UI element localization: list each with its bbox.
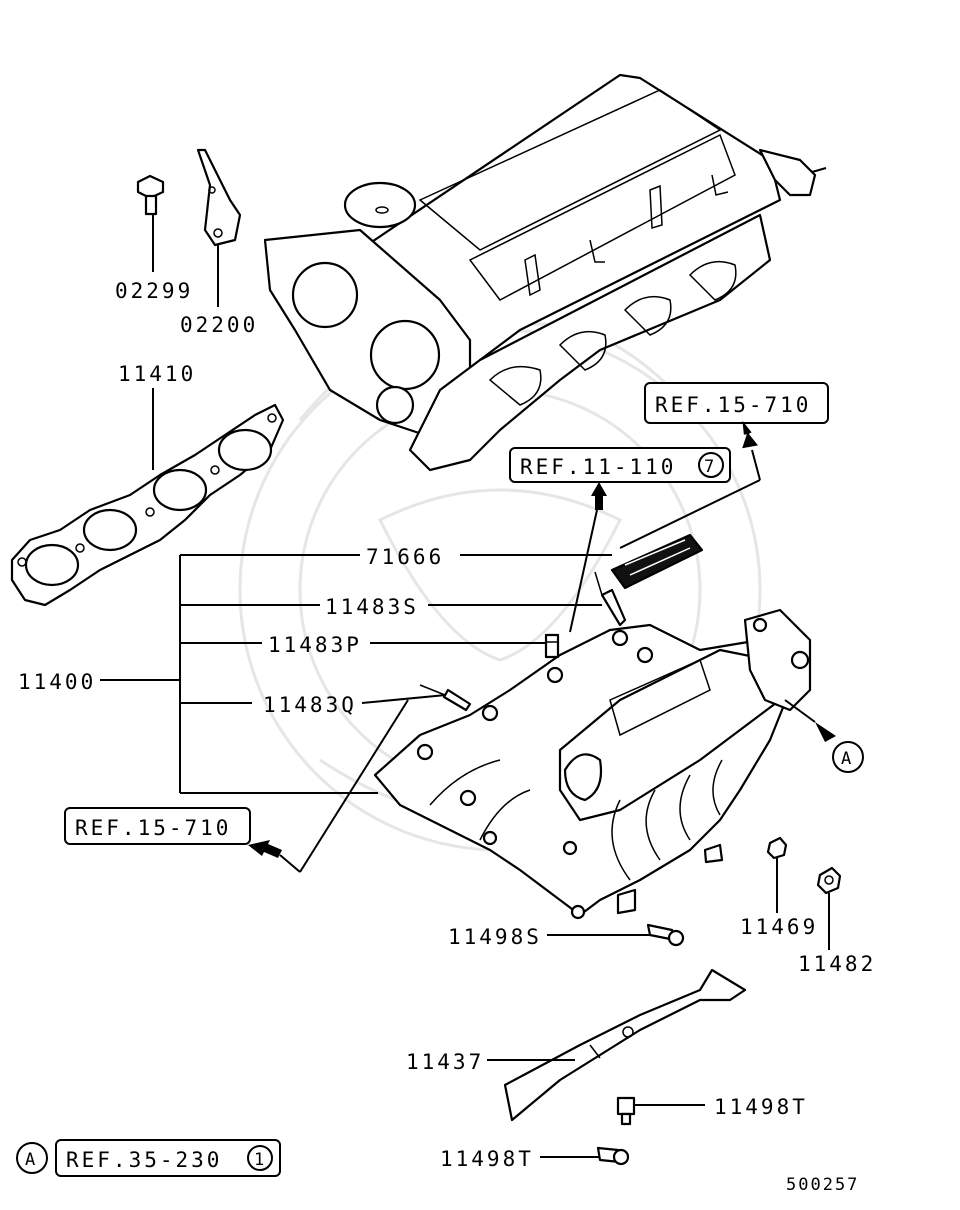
fitting-11483P-icon — [544, 633, 560, 659]
ref-11-110[interactable]: REF.11-110 7 — [509, 447, 731, 483]
svg-text:REF.11-110: REF.11-110 — [520, 455, 676, 479]
nut-11469-icon — [766, 836, 788, 860]
label-11482[interactable]: 11482 — [798, 952, 876, 976]
label-11498T-upper[interactable]: 11498T — [714, 1095, 808, 1119]
exhaust-gasket-11410-icon — [10, 403, 285, 607]
bolt-11498S-icon — [646, 923, 685, 947]
label-11437[interactable]: 11437 — [406, 1050, 484, 1074]
label-02200[interactable]: 02200 — [180, 313, 258, 337]
svg-text:A: A — [25, 1150, 37, 1170]
svg-text:7: 7 — [704, 457, 716, 477]
svg-text:REF.15-710: REF.15-710 — [655, 393, 811, 417]
arrow-ref-15-710-top-icon — [742, 420, 758, 449]
svg-text:REF.35-230: REF.35-230 — [66, 1148, 222, 1172]
bracket-11400-lines — [100, 554, 612, 794]
label-11469[interactable]: 11469 — [740, 915, 818, 939]
label-71666[interactable]: 71666 — [366, 545, 444, 569]
label-11483Q[interactable]: 11483Q — [263, 693, 357, 717]
ref-15-710-left[interactable]: REF.15-710 — [64, 807, 251, 845]
diagram-id: 500257 — [786, 1175, 859, 1195]
label-11498S[interactable]: 11498S — [448, 925, 542, 949]
bracket-02200-icon — [196, 148, 242, 247]
svg-text:REF.15-710: REF.15-710 — [75, 816, 231, 840]
legend-ref-35-230[interactable]: A REF.35-230 1 — [16, 1139, 281, 1177]
bolt-02299-icon — [136, 174, 165, 216]
marker-a-right: A — [784, 699, 864, 773]
svg-text:1: 1 — [254, 1150, 266, 1170]
label-11400[interactable]: 11400 — [18, 670, 96, 694]
intake-manifold-11400 — [373, 608, 812, 920]
bolt-11498T-a-icon — [616, 1096, 636, 1126]
hose-11483S-icon — [600, 588, 627, 627]
label-11483P[interactable]: 11483P — [268, 633, 362, 657]
label-11410[interactable]: 11410 — [118, 362, 196, 386]
nipple-11483Q-icon — [442, 688, 472, 712]
label-02299[interactable]: 02299 — [115, 279, 193, 303]
label-11483S[interactable]: 11483S — [325, 595, 419, 619]
stay-11437-icon — [503, 968, 747, 1122]
cylinder-head-assembly — [263, 73, 827, 472]
label-11498T-lower[interactable]: 11498T — [440, 1147, 534, 1171]
nut-11482-icon — [816, 866, 842, 895]
svg-text:A: A — [841, 749, 853, 769]
ref-15-710-top[interactable]: REF.15-710 — [644, 382, 829, 424]
arrow-ref-11-110-icon — [591, 482, 607, 510]
gasket-71666-icon — [610, 533, 704, 590]
arrow-ref-15-710-left-icon — [248, 840, 282, 858]
bolt-11498T-b-icon — [596, 1146, 630, 1166]
